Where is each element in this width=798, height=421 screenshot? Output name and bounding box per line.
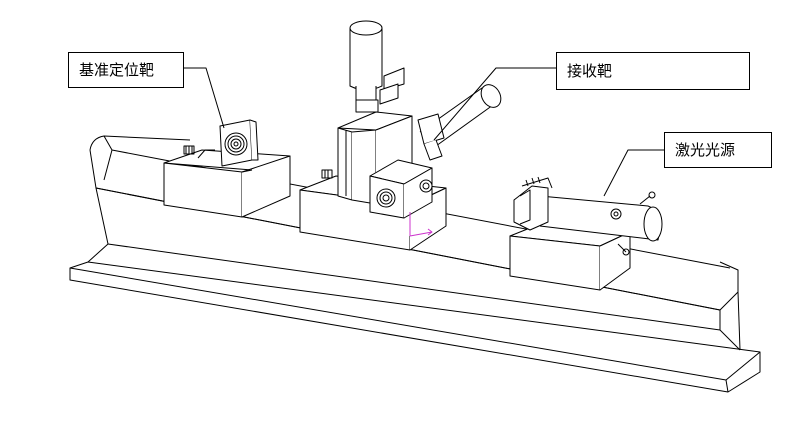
receiving-target-assembly bbox=[299, 20, 502, 251]
label-reference-target: 基准定位靶 bbox=[68, 52, 184, 88]
label-receiving-target: 接收靶 bbox=[556, 52, 750, 90]
label-laser-source: 激光光源 bbox=[664, 132, 772, 168]
laser-source-assembly bbox=[509, 176, 663, 291]
leader-lines bbox=[184, 67, 664, 197]
reference-target-assembly bbox=[163, 119, 291, 218]
beam-marker bbox=[409, 212, 433, 237]
